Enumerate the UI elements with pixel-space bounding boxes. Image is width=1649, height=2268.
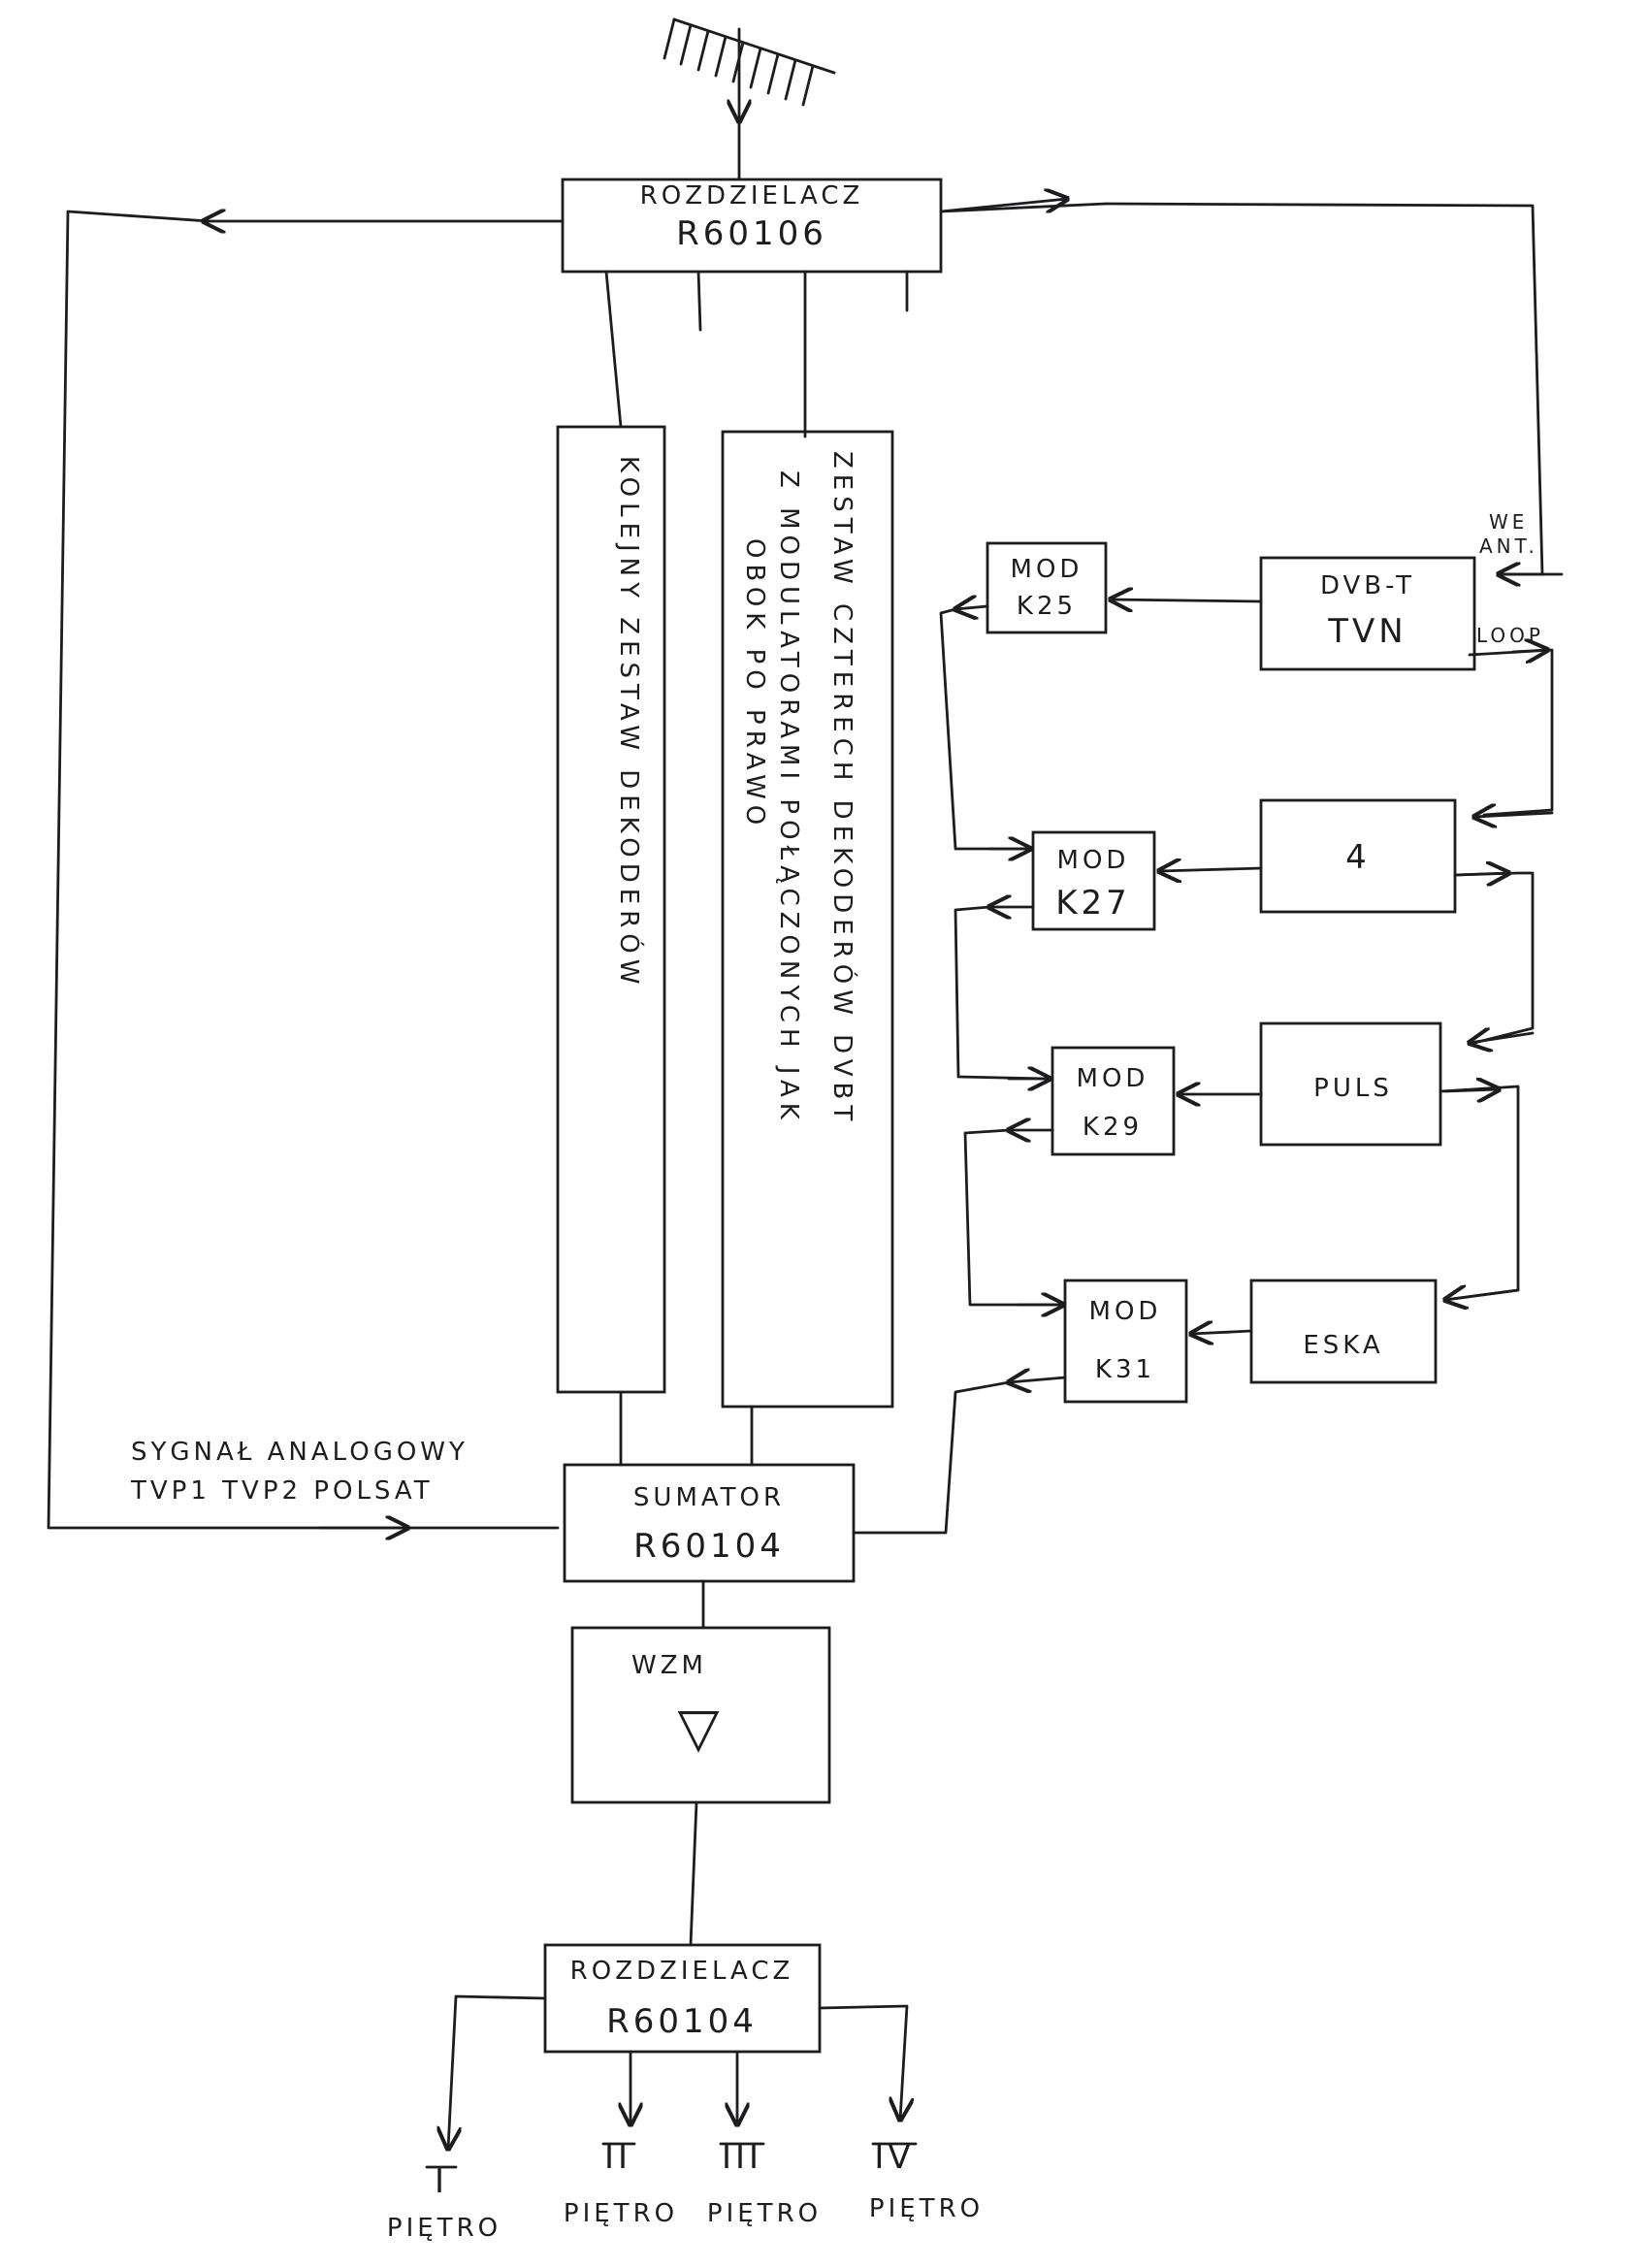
floor-2: II PIĘTRO	[564, 2138, 678, 2228]
tuner-input-line1: WE	[1489, 510, 1528, 534]
tuner-input-line2: ANT.	[1479, 535, 1538, 558]
modulator-k27: MOD K27	[1031, 830, 1156, 931]
splitter-bottom-model: R60104	[606, 2002, 758, 2041]
combiner: SUMATOR R60104	[563, 1463, 856, 1583]
tuner-type: DVB-T	[1320, 571, 1415, 600]
modulator-k25: MOD K25	[986, 541, 1108, 634]
analog-signal-channels: TVP1 TVP2 POLSAT	[130, 1476, 434, 1506]
amplifier-label: WZM	[631, 1651, 707, 1680]
decoder-box-puls: PULS	[1259, 1021, 1442, 1147]
splitter-bottom: ROZDZIELACZ R60104	[543, 1943, 822, 2054]
antenna-icon	[663, 17, 836, 181]
splitter-bottom-title: ROZDZIELACZ	[570, 1957, 794, 1986]
four-set-line1: ZESTAW CZTERECH DEKODERÓW DVBT	[827, 451, 858, 1126]
loop-chain	[1439, 650, 1554, 1300]
rf-cascade-chain	[852, 606, 1067, 1535]
mod-label: MOD	[1057, 846, 1130, 875]
antenna-feed-line	[939, 199, 1564, 574]
floor-4: IV PIĘTRO	[869, 2138, 984, 2223]
four-set-line2: Z MODULATORAMI POŁĄCZONYCH JAK	[774, 470, 803, 1125]
next-decoder-set: KOLEJNY ZESTAW DEKODERÓW	[556, 425, 666, 1394]
four-set-line3: OBOK PO PRAWO	[740, 538, 769, 830]
mod-channel: K29	[1083, 1113, 1143, 1142]
floor-label: PIĘTRO	[869, 2194, 984, 2223]
dvbt-tuner: DVB-T TVN WE ANT. LOOP	[1259, 510, 1544, 671]
analog-signal-note: SYGNAŁ ANALOGOWY TVP1 TVP2 POLSAT	[130, 1438, 469, 1506]
tuner-channel: TVN	[1327, 612, 1406, 651]
mod-label: MOD	[1011, 555, 1083, 584]
decoder-label: ESKA	[1303, 1331, 1383, 1360]
analog-bypass-line	[47, 211, 565, 1528]
floor-label: PIĘTRO	[707, 2199, 822, 2228]
four-decoder-set: ZESTAW CZTERECH DEKODERÓW DVBT Z MODULAT…	[721, 430, 894, 1409]
next-set-label: KOLEJNY ZESTAW DEKODERÓW	[614, 456, 645, 989]
mod-label: MOD	[1089, 1297, 1162, 1326]
mod-label: MOD	[1077, 1064, 1149, 1093]
floor-label: PIĘTRO	[387, 2214, 501, 2243]
mod-channel: K25	[1017, 592, 1077, 621]
modulator-k29: MOD K29	[1051, 1046, 1176, 1156]
mod-channel: K27	[1055, 884, 1131, 923]
decoder-box-4: 4	[1259, 798, 1457, 914]
mod-channel: K31	[1095, 1355, 1155, 1384]
decoder-box-eska: ESKA	[1249, 1279, 1438, 1384]
amplifier: WZM ▽	[570, 1626, 831, 1804]
tuner-loop-label: LOOP	[1476, 624, 1544, 647]
combiner-title: SUMATOR	[633, 1483, 785, 1512]
floor-3: III PIĘTRO	[707, 2138, 822, 2228]
modulator-k31: MOD K31	[1063, 1279, 1188, 1404]
decoder-label: 4	[1345, 838, 1371, 877]
splitter-top-model: R60106	[676, 214, 827, 253]
splitter-top: ROZDZIELACZ R60106	[561, 178, 943, 274]
floor-label: PIĘTRO	[564, 2199, 678, 2228]
combiner-model: R60104	[633, 1527, 785, 1566]
decoder-label: PULS	[1313, 1074, 1393, 1103]
splitter-top-title: ROZDZIELACZ	[640, 181, 864, 211]
floor-numeral: I	[435, 2162, 448, 2201]
amplifier-triangle-icon: ▽	[677, 1697, 723, 1760]
analog-signal-title: SYGNAŁ ANALOGOWY	[131, 1438, 469, 1467]
floor-1: I PIĘTRO	[387, 2162, 501, 2243]
